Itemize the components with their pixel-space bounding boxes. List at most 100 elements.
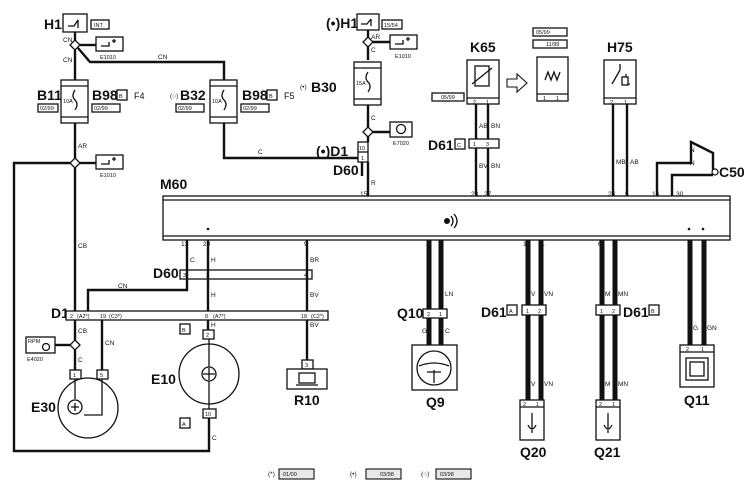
wire-c2: C (371, 47, 376, 54)
pin-k65-1: 1 (486, 100, 489, 106)
wire-cn1: CN (63, 37, 73, 44)
pin-q20-1: 2 (523, 402, 526, 408)
wire-c8: C (445, 328, 450, 335)
wire-m1: M (605, 291, 610, 298)
motor-e30 (57, 377, 119, 439)
lamp-icon (527, 413, 537, 433)
d60-connector (179, 269, 313, 280)
legend-star: (*) (268, 471, 275, 478)
pin-m60-13: 13 (181, 241, 189, 248)
label-f4: F4 (134, 91, 145, 101)
label-d61a: D61 (428, 137, 454, 153)
wire-l: L (427, 291, 431, 298)
pin-m60-5: 5 (625, 191, 629, 198)
arrow-icon (506, 72, 528, 94)
e10-b-letter: B (182, 328, 186, 334)
pin-d1-8: 8 (205, 314, 208, 320)
label-q20: Q20 (520, 444, 547, 460)
pin-alt-2: 1 (543, 96, 546, 102)
pin-k65-2: 2 (473, 100, 476, 106)
h1-switch (62, 13, 88, 33)
fuse-b30-rating: 15A (356, 81, 366, 87)
mark-b30: (•) (300, 84, 307, 91)
legend: (*) 01/00 (•) 03/98 (○) 03/98 (268, 468, 472, 480)
pin-h75-1: 1 (624, 100, 627, 106)
motor-icon-2 (203, 368, 215, 380)
mark-b32: (○) (170, 93, 178, 100)
splice-3 (362, 36, 374, 48)
pin-m60-15: 15 (360, 191, 368, 198)
ignition-int: INT (94, 23, 104, 29)
wire-cn3: CN (63, 57, 73, 64)
fuse-b11-rating: 10A (63, 99, 73, 105)
earth-e7020 (389, 121, 413, 138)
wire-cb1: CB (78, 243, 87, 250)
label-d60a: D60 (333, 162, 359, 178)
key-icon (68, 19, 79, 28)
label-r10: R10 (294, 392, 320, 408)
label-q9: Q9 (426, 394, 445, 410)
pin-d61a-2: 2 (538, 309, 541, 315)
earth-label-3: E1010 (395, 54, 411, 60)
wire-c5: C (78, 357, 83, 364)
wire-vn1: VN (544, 291, 553, 298)
earth-label-e7020: E7020 (393, 141, 409, 147)
wire-h3: H (211, 322, 216, 329)
wire-n2: N (690, 160, 695, 167)
wire-c6: C (212, 435, 217, 442)
legend-circ-date: 03/98 (440, 472, 454, 478)
pin-e30-1: 1 (73, 373, 76, 379)
pin-d1-c3: (C3*) (109, 314, 122, 320)
label-k65: K65 (470, 39, 496, 55)
fuse-b11 (60, 79, 89, 124)
d61-a-connector (521, 304, 547, 316)
pin-q10-2: 2 (427, 312, 430, 318)
c50-contact (711, 168, 719, 176)
pin-d1-10: 10 (359, 146, 365, 152)
label-h1: H1 (44, 16, 62, 32)
horn-q9 (411, 344, 458, 391)
pin-d61b-1: 1 (600, 309, 603, 315)
wire-c1: C (258, 149, 263, 156)
wire-ar2: AR (371, 34, 380, 41)
d61-a-letter: A (509, 309, 513, 315)
wire-gn: GN (707, 325, 717, 332)
wire-v1: V (531, 291, 536, 298)
splice-4 (362, 126, 374, 138)
e10-a-letter: A (182, 422, 186, 428)
pin-d61c-1: 1 (473, 142, 476, 148)
pin-m60-23: 23 (471, 191, 479, 198)
d61-b-connector (595, 304, 621, 316)
tag-1199: 11/99 (546, 42, 559, 48)
pin-d60-4: 4 (304, 273, 307, 279)
q10-connector (422, 308, 448, 319)
legend-dot-date: 03/98 (380, 472, 394, 478)
wire-cn2: CN (158, 54, 168, 61)
label-b32: B32 (180, 87, 206, 103)
wire-mn2: MN (618, 381, 628, 388)
wire-v2: V (531, 381, 536, 388)
wire-h1: H (211, 257, 216, 264)
fuse-b32-rating: 10A (212, 99, 222, 105)
splice-5 (69, 339, 81, 351)
wire-bn: BN (491, 123, 500, 130)
wire-c3: C (371, 115, 376, 122)
wire-h2: H (211, 292, 216, 299)
fuse-b32 (209, 79, 238, 124)
pin-q21-2: 1 (612, 402, 615, 408)
label-c50: C50 (719, 164, 745, 180)
pin-q20-2: 1 (536, 402, 539, 408)
label-d1-dot: (•)D1 (316, 143, 348, 159)
tag-0299c: 02/99 (178, 106, 192, 112)
wire-bn2: BN (491, 163, 500, 170)
pin-d61b-2: 2 (612, 309, 615, 315)
d61-c-connector (468, 138, 500, 149)
earth-label-1: E1010 (100, 55, 116, 61)
splice-2 (69, 157, 81, 169)
wire-mb: MB (616, 159, 626, 166)
earth-label-e4020: E4020 (27, 357, 43, 363)
pin-d61a-1: 1 (526, 309, 529, 315)
tag-0599b: 05/99 (536, 30, 550, 36)
wire-cn5: CN (105, 340, 115, 347)
